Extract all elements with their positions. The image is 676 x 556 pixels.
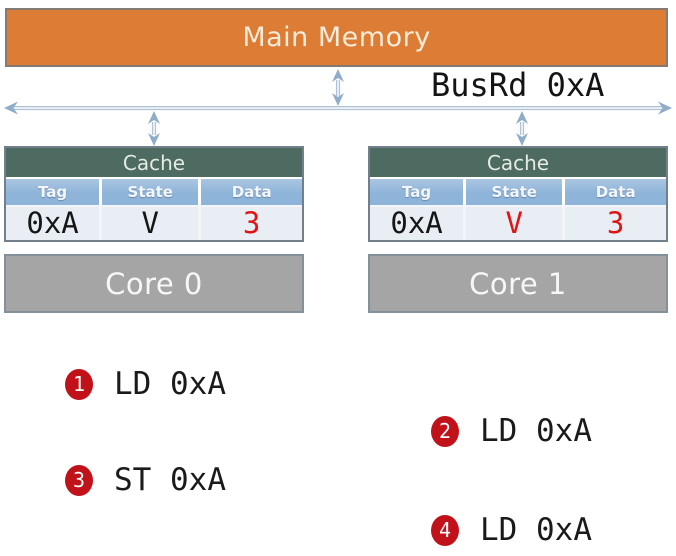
cache1-col-data: Data xyxy=(595,183,636,201)
cache1-col-tag: Tag xyxy=(370,179,467,205)
main-memory-box: Main Memory xyxy=(5,8,668,67)
cache0-table: Cache Tag State Data 0xA V 3 xyxy=(4,146,304,242)
operation-2-instruction: LD 0xA xyxy=(480,413,592,449)
operation-4-number-badge: 4 xyxy=(431,514,459,546)
main-memory-label: Main Memory xyxy=(242,22,431,53)
cache1-column-headers: Tag State Data xyxy=(370,179,666,207)
cache0-data-row: 0xA V 3 xyxy=(6,207,302,240)
cache0-column-headers: Tag State Data xyxy=(6,179,302,207)
bus-cache0-arrow xyxy=(148,111,160,146)
bus-transaction-label: BusRd 0xA xyxy=(431,66,605,104)
cache0-data-value: 3 xyxy=(242,206,261,240)
cache0-col-tag: Tag xyxy=(6,179,103,205)
operation-1-number-badge: 1 xyxy=(65,368,93,400)
operation-1: 1 LD 0xA xyxy=(65,368,226,400)
operation-3-number-badge: 3 xyxy=(65,464,93,496)
cache1-state-value: V xyxy=(466,207,566,240)
operation-3-instruction: ST 0xA xyxy=(114,462,226,498)
operation-2-number-badge: 2 xyxy=(431,415,459,447)
cache0-title: Cache xyxy=(6,148,302,179)
core1-box: Core 1 xyxy=(368,254,668,313)
cache0-tag-value: 0xA xyxy=(6,207,103,240)
operation-3: 3 ST 0xA xyxy=(65,464,226,496)
operation-2: 2 LD 0xA xyxy=(431,415,592,447)
cache0-col-data: Data xyxy=(231,183,272,201)
memory-bus-arrow xyxy=(332,69,344,106)
cache0-state-value: V xyxy=(102,207,202,240)
operation-1-instruction: LD 0xA xyxy=(114,366,226,402)
operation-4-instruction: LD 0xA xyxy=(480,512,592,548)
cache1-title: Cache xyxy=(370,148,666,179)
core0-box: Core 0 xyxy=(4,254,304,313)
bus-cache1-arrow xyxy=(516,111,528,146)
cache1-tag-value: 0xA xyxy=(370,207,467,240)
cache1-col-state: State xyxy=(466,179,566,205)
cache1-table: Cache Tag State Data 0xA V 3 xyxy=(368,146,668,242)
cache0-col-state: State xyxy=(102,179,202,205)
core0-label: Core 0 xyxy=(105,266,203,301)
cache1-data-row: 0xA V 3 xyxy=(370,207,666,240)
cache1-data-value: 3 xyxy=(606,206,625,240)
operation-4: 4 LD 0xA xyxy=(431,514,592,546)
core1-label: Core 1 xyxy=(469,266,567,301)
